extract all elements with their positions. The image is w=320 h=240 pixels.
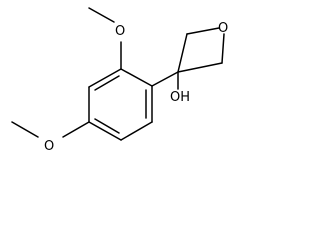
methoxy-bottom-oxygen-label: O xyxy=(44,139,54,154)
bond-oxetane-c2-o xyxy=(186,27,220,35)
bond-c5-c6 xyxy=(120,121,153,141)
structure-canvas: O OH O O xyxy=(0,0,232,156)
bond-oxetane-c4-c3 xyxy=(177,62,223,73)
bond-c2-c3 xyxy=(88,68,122,88)
bond-oxetane-c3-c2 xyxy=(177,33,188,73)
bond-o-bottom-methyl xyxy=(11,121,39,138)
bond-c1-c2 xyxy=(120,68,153,87)
chemical-structure-diagram: O OH O O xyxy=(11,7,228,154)
bond-oxetane-o-c4 xyxy=(221,33,225,64)
ring-oxygen-label: O xyxy=(218,21,228,36)
methoxy-top-oxygen-label: O xyxy=(115,24,125,39)
aromatic-inner-bond-c2-c3 xyxy=(94,75,120,91)
hydroxyl-label: OH xyxy=(170,90,190,105)
bond-o-top-methyl xyxy=(88,7,115,23)
bond-c1-oxetane-c3 xyxy=(151,71,179,87)
bond-c4-c5 xyxy=(88,121,122,141)
aromatic-inner-bond-c4-c5 xyxy=(94,118,120,134)
bond-c4-o-bottom xyxy=(62,121,90,138)
